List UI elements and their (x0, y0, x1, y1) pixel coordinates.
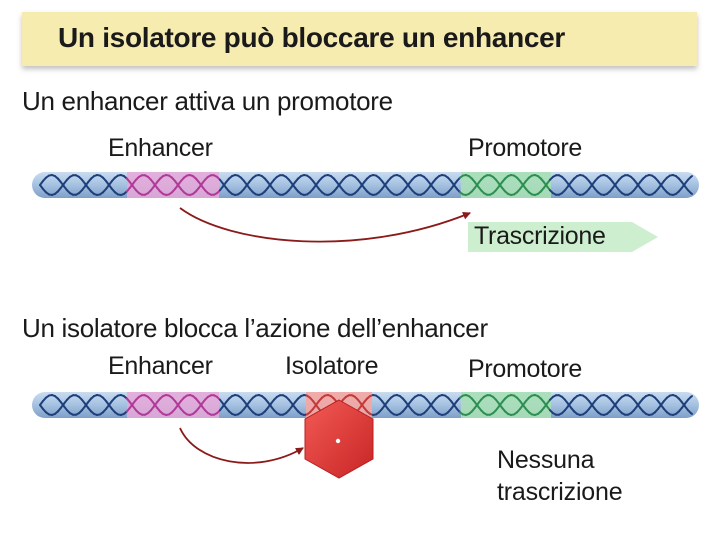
enhancer-label-top: Enhancer (108, 134, 213, 162)
insulator-hexagon-icon (304, 399, 374, 479)
dna-helix-top (39, 174, 693, 196)
insulator-label: Isolatore (285, 352, 379, 380)
promoter-label-top: Promotore (468, 134, 583, 162)
promoter-label-bottom: Promotore (468, 355, 583, 383)
enhancer-region-bottom (127, 392, 219, 418)
title-bar (22, 12, 697, 66)
enhancer-region-top (127, 172, 219, 198)
dna-bottom (32, 392, 699, 418)
enhancer-label-bottom: Enhancer (108, 352, 213, 380)
dna-strand-segment (690, 395, 693, 398)
dna-helix-bottom (39, 394, 693, 416)
heading-top: Un enhancer attiva un promotore (22, 86, 393, 116)
blocked-arrow-bottom (179, 427, 304, 464)
dna-top (32, 172, 699, 198)
no-transcription-line1: Nessuna (497, 446, 595, 474)
transcription-label: Trascrizione (474, 222, 606, 250)
dna-strand-segment (690, 412, 693, 415)
no-transcription-line2: trascrizione (497, 478, 623, 506)
transcription-arrow (468, 222, 658, 252)
insulator-dot-icon (335, 438, 341, 444)
dna-strand-segment (690, 192, 693, 195)
slide-title: Un isolatore può bloccare un enhancer (58, 22, 566, 53)
dna-strand-segment (690, 175, 693, 178)
heading-bottom: Un isolatore blocca l’azione dell’enhanc… (22, 313, 488, 343)
activation-arrow-top (179, 207, 471, 243)
